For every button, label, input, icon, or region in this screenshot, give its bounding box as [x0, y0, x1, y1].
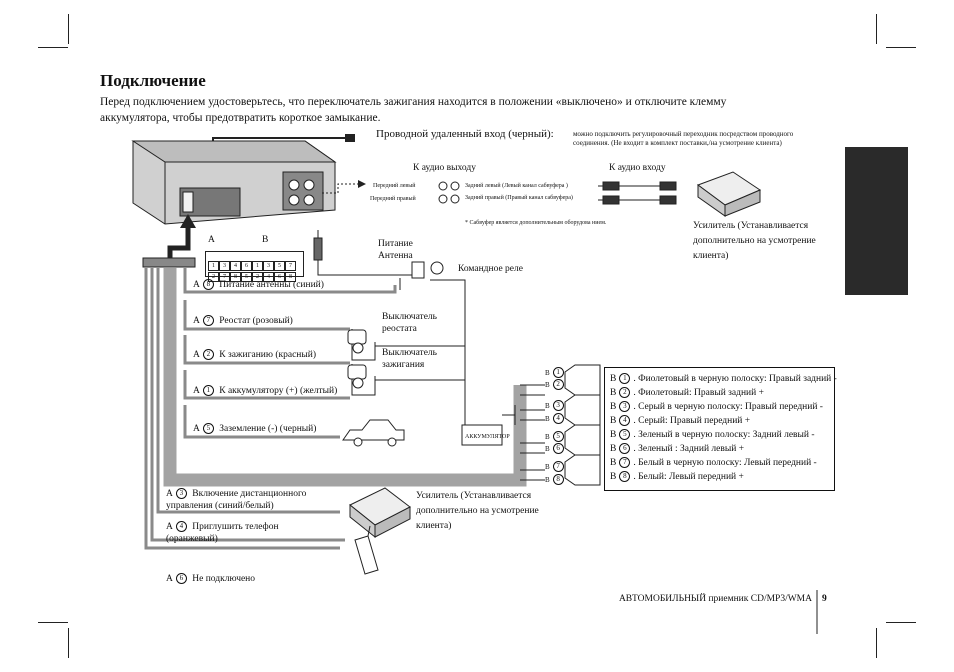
crop-mark	[68, 628, 69, 658]
connector-pin: 3	[219, 261, 230, 271]
crop-mark	[876, 628, 877, 658]
connector-pin: 7	[219, 272, 230, 282]
crop-mark	[876, 14, 877, 44]
connector-pin: 5	[274, 261, 285, 271]
connector-pin: 6	[274, 272, 285, 282]
connector-pin: 5	[241, 272, 252, 282]
amplifier-2-label: Усилитель (Устанавливается дополнительно…	[416, 491, 539, 531]
audio-out-label: К аудио выходу	[413, 163, 476, 173]
connector-pin: 4	[263, 272, 274, 282]
section-tab	[845, 147, 908, 295]
front-right-label: Передний правый	[370, 196, 416, 202]
front-left-label: Передний левый	[373, 183, 416, 189]
crop-mark	[38, 47, 68, 48]
connector-pin: 8	[230, 272, 241, 282]
connector-pin: 1	[208, 261, 219, 271]
connector-pin: 1	[252, 261, 263, 271]
page-title: Подключение	[100, 71, 206, 90]
remote-input-label: Проводной удаленный вход (черный):	[376, 128, 554, 140]
battery-label: АККУМУЛЯТОР	[465, 434, 510, 440]
antenna-power-label: Питание Антенна	[378, 239, 413, 261]
crop-mark	[38, 622, 68, 623]
connector-pin: 8	[285, 272, 296, 282]
page-number: 9	[822, 594, 827, 604]
remote-input-note: можно подключить регулировочный переходн…	[573, 130, 794, 147]
rheostat-switch-label: Выключатель реостата	[382, 312, 438, 334]
connector-a-label: A	[208, 235, 215, 245]
crop-mark	[886, 47, 916, 48]
amplifier-1-label: Усилитель (Устанавливается дополнительно…	[693, 221, 816, 261]
relay-label: Командное реле	[458, 264, 523, 274]
connector-pin: 3	[263, 261, 274, 271]
subwoofer-note: * Сабвуфер является дополнительным обору…	[465, 220, 607, 226]
connector-pin: 7	[285, 261, 296, 271]
ignition-switch-label: Выключатель зажигания	[382, 348, 438, 370]
page-footer: АВТОМОБИЛЬНЫЙ приемник CD/MP3/WMA	[618, 594, 812, 604]
intro-text: Перед подключением удостоверьтесь, что п…	[100, 96, 727, 124]
connector-pin: 6	[241, 261, 252, 271]
audio-in-label: К аудио входу	[609, 163, 666, 173]
crop-mark	[68, 14, 69, 44]
connector-pin: 2	[252, 272, 263, 282]
rear-left-label: Задний левый (Левый канал сабвуфера )	[465, 183, 568, 189]
crop-mark	[886, 622, 916, 623]
connector-b-label: B	[262, 235, 269, 245]
connector-pin: 4	[230, 261, 241, 271]
rear-right-label: Задний правый (Правый канал сабвуфера)	[465, 195, 573, 201]
head-unit-illustration	[131, 140, 337, 225]
